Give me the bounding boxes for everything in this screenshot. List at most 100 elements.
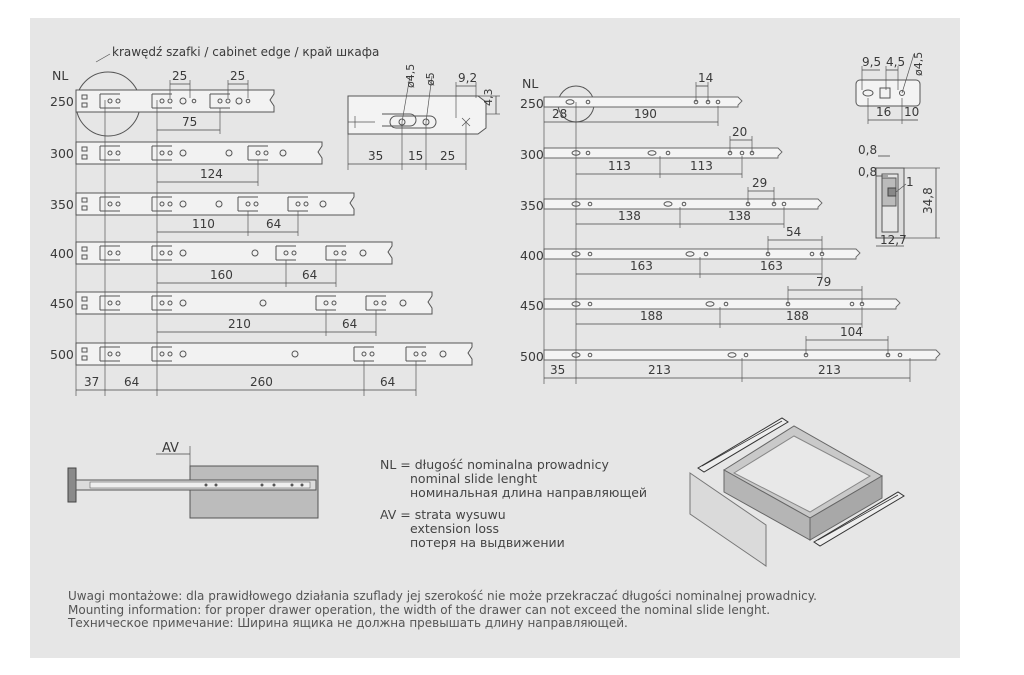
rdim-350-138a: 138 xyxy=(618,209,641,223)
left-nl-300: 300 xyxy=(50,146,74,161)
legend-av-pl: AV = strata wysuwu xyxy=(380,507,506,522)
left-rail-350 xyxy=(75,192,355,216)
left-nl-250: 250 xyxy=(50,94,74,109)
legend: NL = długość nominalna prowadnicy nomina… xyxy=(380,458,647,550)
dim-350-110: 110 xyxy=(192,217,215,231)
dim-bottom-64b: 64 xyxy=(380,375,395,389)
detail-dim-45a: 4,5 xyxy=(886,55,905,69)
legend-nl-ru: номинальная длина направляющей xyxy=(410,485,648,500)
drawer-illustration xyxy=(689,417,905,567)
right-rail-350 xyxy=(543,198,823,210)
cabinet-edge-label: krawędź szafki / cabinet edge / край шка… xyxy=(112,45,379,59)
right-detail-top: 9,5 4,5 ø4,5 16 10 xyxy=(855,52,925,124)
left-rail-450 xyxy=(75,291,433,315)
left-nl-350: 350 xyxy=(50,197,74,212)
rdim-350-138b: 138 xyxy=(728,209,751,223)
legend-nl-en: nominal slide lenght xyxy=(410,471,538,486)
detail-dim-15: 15 xyxy=(408,149,423,163)
nl-header-right: NL xyxy=(522,76,538,91)
right-detail-profile: 0,8 0,8 1 34,8 12,7 xyxy=(858,143,940,247)
dim-400-64: 64 xyxy=(302,268,317,282)
slide-rail-upper xyxy=(697,417,789,473)
detail-dim-d45: ø4,5 xyxy=(404,64,417,88)
rdim-250-28: 28 xyxy=(552,107,567,121)
rdim-450-188a: 188 xyxy=(640,309,663,323)
mounting-notes: Uwagi montażowe: dla prawidłowego działa… xyxy=(68,589,817,631)
detail-dim-95: 9,5 xyxy=(862,55,881,69)
right-nl-500: 500 xyxy=(520,349,544,364)
rdim-300-113b: 113 xyxy=(690,159,713,173)
av-extension-diagram: AV xyxy=(67,441,319,519)
rdim-300-20: 20 xyxy=(732,125,747,139)
legend-nl-pl: NL = długość nominalna prowadnicy xyxy=(380,457,609,472)
detail-dim-25: 25 xyxy=(440,149,455,163)
detail-dim-45b: ø4,5 xyxy=(912,52,925,76)
detail-dim-08a: 0,8 xyxy=(858,143,877,157)
note-en: Mounting information: for proper drawer … xyxy=(68,602,771,617)
rdim-500-213a: 213 xyxy=(648,363,671,377)
dim-top-25b: 25 xyxy=(230,69,245,83)
detail-dim-d5: ø5 xyxy=(424,72,437,86)
left-rail-holes xyxy=(81,93,447,362)
dim-bottom-64a: 64 xyxy=(124,375,139,389)
rdim-250-190: 190 xyxy=(634,107,657,121)
rdim-500-35: 35 xyxy=(550,363,565,377)
rdim-500-104: 104 xyxy=(840,325,863,339)
technical-drawing: krawędź szafki / cabinet edge / край шка… xyxy=(50,45,941,567)
av-label: AV xyxy=(162,441,179,456)
left-detail-view: 35 15 25 ø4,5 ø5 9,2 4,3 xyxy=(347,64,500,170)
right-slide-set: NL 250 300 350 400 xyxy=(520,71,941,384)
dim-300-124: 124 xyxy=(200,167,223,181)
rdim-300-113a: 113 xyxy=(608,159,631,173)
detail-dim-08b: 0,8 xyxy=(858,165,877,179)
rdim-350-29: 29 xyxy=(752,176,767,190)
left-nl-500: 500 xyxy=(50,347,74,362)
slide-rail-lower xyxy=(813,491,905,547)
detail-dim-10: 10 xyxy=(904,105,919,119)
note-pl: Uwagi montażowe: dla prawidłowego działa… xyxy=(68,589,817,603)
detail-dim-1: 1 xyxy=(906,175,914,189)
detail-dim-16: 16 xyxy=(876,105,891,119)
rdim-400-163a: 163 xyxy=(630,259,653,273)
cabinet-side xyxy=(189,465,319,519)
drawer-front xyxy=(67,467,77,503)
rdim-450-79: 79 xyxy=(816,275,831,289)
drawer-panel-front xyxy=(689,472,767,567)
detail-dim-348: 34,8 xyxy=(921,187,935,214)
detail-dim-92: 9,2 xyxy=(458,71,477,85)
detail-dim-43: 4,3 xyxy=(482,89,495,107)
detail-dim-127: 12,7 xyxy=(880,233,907,247)
right-rail-450 xyxy=(543,298,901,310)
drawing-sheet: krawędź szafki / cabinet edge / край шка… xyxy=(30,18,960,658)
dim-350-64: 64 xyxy=(266,217,281,231)
detail-dim-35: 35 xyxy=(368,149,383,163)
rdim-400-163b: 163 xyxy=(760,259,783,273)
rdim-400-54: 54 xyxy=(786,225,801,239)
dim-250-75: 75 xyxy=(182,115,197,129)
right-nl-350: 350 xyxy=(520,198,544,213)
left-slide-set: krawędź szafki / cabinet edge / край шка… xyxy=(50,45,473,396)
left-nl-400: 400 xyxy=(50,246,74,261)
left-rail-300 xyxy=(75,141,323,165)
left-rail-500 xyxy=(75,342,473,366)
dim-top-25a: 25 xyxy=(172,69,187,83)
dim-400-160: 160 xyxy=(210,268,233,282)
left-rail-400 xyxy=(75,241,393,265)
dim-bottom-37: 37 xyxy=(84,375,99,389)
dim-bottom-260: 260 xyxy=(250,375,273,389)
note-ru: Техническое примечание: Ширина ящика не … xyxy=(68,616,628,630)
right-nl-250: 250 xyxy=(520,96,544,111)
legend-av-en: extension loss xyxy=(410,521,500,536)
legend-av-ru: потеря на выдвижении xyxy=(410,535,565,550)
rdim-250-14: 14 xyxy=(698,71,713,85)
dim-450-210: 210 xyxy=(228,317,251,331)
rdim-500-213b: 213 xyxy=(818,363,841,377)
rdim-450-188b: 188 xyxy=(786,309,809,323)
left-rail-250 xyxy=(75,89,275,113)
right-nl-400: 400 xyxy=(520,248,544,263)
dim-450-64: 64 xyxy=(342,317,357,331)
nl-header-left: NL xyxy=(52,68,68,83)
right-nl-300: 300 xyxy=(520,147,544,162)
right-nl-450: 450 xyxy=(520,298,544,313)
left-nl-450: 450 xyxy=(50,296,74,311)
